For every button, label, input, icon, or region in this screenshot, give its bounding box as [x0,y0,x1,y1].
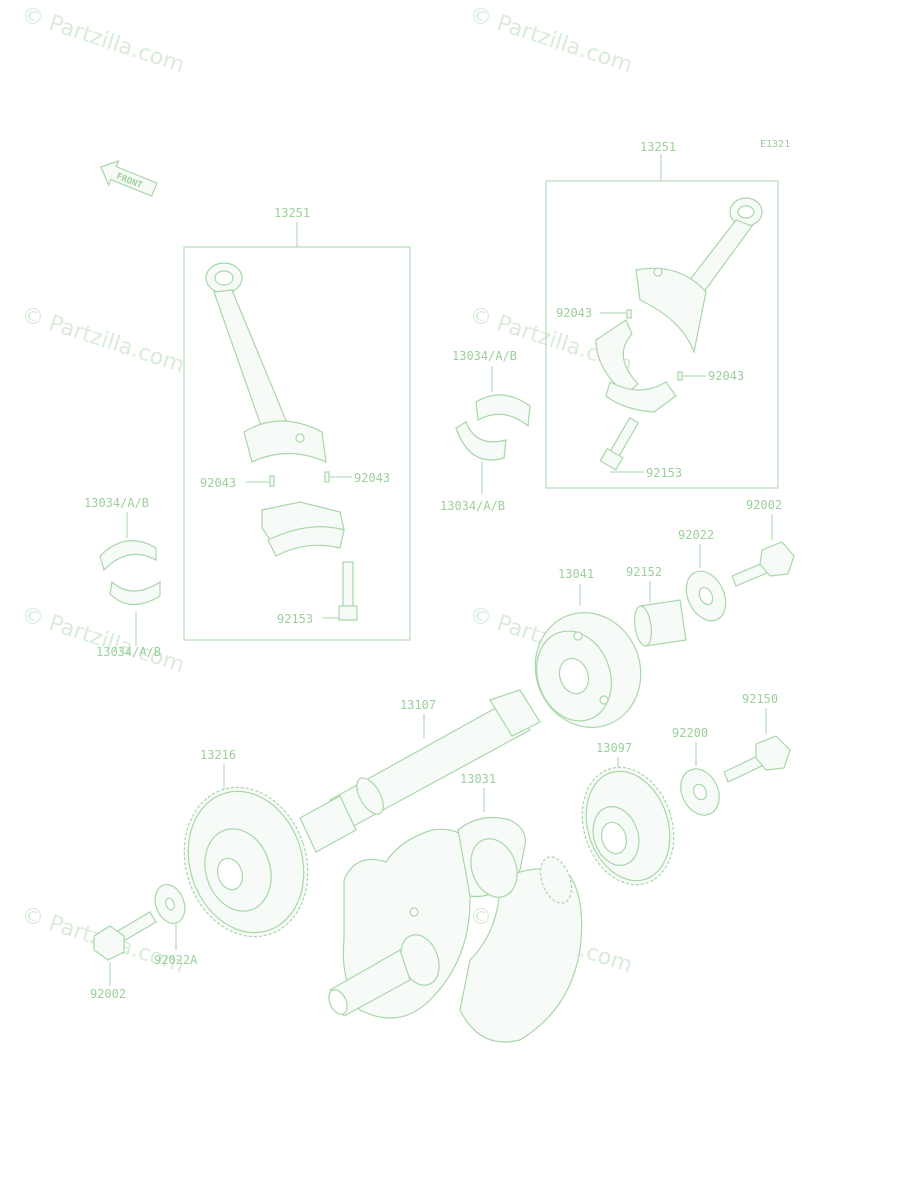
label-92153-left: 92153 [277,612,313,626]
bolt-right-lower: 92150 [723,692,791,783]
bolt-left-lower: 92002 [90,911,157,1001]
bolt-top: 92002 [731,498,795,587]
washer-left: 92022A [154,884,198,967]
conrod-bolt-right [599,416,640,471]
dowel-pin [677,371,683,381]
dowel-pin [324,471,330,483]
conrod-right [635,197,763,355]
label-13034-left-top: 13034/A/B [84,496,149,510]
label-13097: 13097 [596,741,632,755]
crankshaft: 13031 [328,772,583,1043]
label-92043-right-b: 92043 [708,369,744,383]
label-92043-left-a: 92043 [200,476,236,490]
washer-right: 92200 [672,726,720,816]
label-92153-right: 92153 [646,466,682,480]
label-13041: 13041 [558,567,594,581]
bearing-left: 13034/A/B 13034/A/B [84,496,161,659]
conrod-cap-left [261,501,345,557]
conrod-right-group: 13251 92043 92043 92153 [545,140,779,489]
spacer: 92152 [626,565,687,647]
label-13251-right: 13251 [640,140,676,154]
dowel-pin [269,475,275,487]
conrod-bolt-left [338,561,358,621]
conrod-left-group: 13251 92043 92043 92153 [183,206,411,641]
front-arrow-icon: FRONT [100,160,158,197]
watermark: © Partzilla.com [18,602,187,678]
gear-left: 13216 [183,748,309,938]
label-92022A: 92022A [154,953,198,967]
label-92022: 92022 [678,528,714,542]
label-13107: 13107 [400,698,436,712]
flywheel: 13041 [534,567,642,728]
conrod-left [205,262,327,463]
bearing-shell [99,540,157,572]
conrod-right-box [545,180,779,489]
dowel-pin [626,309,632,319]
label-92200: 92200 [672,726,708,740]
gear-right: 13097 [581,741,675,886]
bearing-shell [109,580,161,606]
label-13216: 13216 [200,748,236,762]
label-13251-left: 13251 [274,206,310,220]
bearing-center: 13034/A/B 13034/A/B [440,349,531,513]
watermark: © Partzilla.com [18,2,187,78]
label-92043-right-a: 92043 [556,306,592,320]
diagram-code: E1321 [760,139,790,150]
washer-top: 92022 [678,528,727,622]
label-13034-center-bottom: 13034/A/B [440,499,505,513]
watermark: © Partzilla.com [18,302,187,378]
label-13031: 13031 [460,772,496,786]
label-13034-left-bottom: 13034/A/B [96,645,161,659]
bearing-shell [475,394,531,428]
bearing-shell [455,421,507,461]
watermark: © Partzilla.com [466,2,635,78]
label-13034-center-top: 13034/A/B [452,349,517,363]
label-92002-top: 92002 [746,498,782,512]
label-92152: 92152 [626,565,662,579]
conrod-cap-right [595,319,677,413]
label-92150: 92150 [742,692,778,706]
shaft: 13107 [299,689,541,853]
label-92043-left-b: 92043 [354,471,390,485]
label-92002-lower: 92002 [90,987,126,1001]
